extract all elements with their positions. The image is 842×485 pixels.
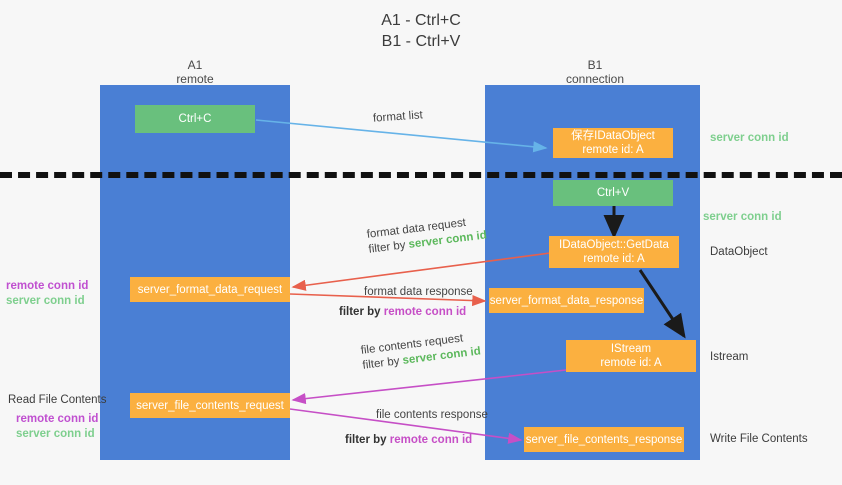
node-server-file-contents-request[interactable]: server_file_contents_request [130, 393, 290, 418]
node-istream[interactable]: IStream remote id: A [566, 340, 696, 372]
diagram-title: A1 - Ctrl+C B1 - Ctrl+V [0, 10, 842, 52]
filter-prefix: filter by [339, 306, 384, 318]
lane-header-b1: B1 connection [535, 58, 655, 86]
filter-prefix: filter by [361, 354, 404, 372]
left-label-server-conn-id-1: server conn id [6, 295, 85, 307]
right-label-server-conn-id-top: server conn id [710, 132, 789, 144]
edge-label-format-data-response-filter: filter by remote conn id [339, 305, 466, 320]
lane-b1-sub: connection [565, 72, 625, 86]
node-server-file-contents-request-label: server_file_contents_request [136, 399, 284, 412]
node-ctrl-v-label: Ctrl+V [596, 187, 630, 199]
edge-label-format-data-request: format data request filter by server con… [366, 214, 488, 258]
title-line-2: B1 - Ctrl+V [381, 33, 461, 50]
right-label-server-conn-id-mid: server conn id [703, 211, 782, 223]
lane-b1-name: B1 [587, 58, 603, 72]
left-label-conn-id-pair-1: remote conn id server conn id [6, 279, 88, 309]
node-getdata-sub: remote id: A [583, 253, 645, 265]
left-label-remote-conn-id-2: remote conn id [16, 413, 99, 425]
filter-key-remote-conn-id: remote conn id [389, 434, 473, 446]
right-label-dataobject: DataObject [710, 246, 768, 258]
edge-label-format-data-response: format data response [364, 285, 473, 300]
left-label-conn-id-pair-2: remote conn id server conn id [16, 412, 98, 442]
lane-a1-name: A1 [187, 58, 203, 72]
node-save-idataobject-label: 保存IDataObject [571, 130, 655, 142]
edge-label-format-list-text: format list [372, 109, 424, 125]
edge-label-file-contents-response-text: file contents response [376, 409, 488, 421]
node-istream-sub: remote id: A [600, 357, 662, 369]
node-server-format-data-response[interactable]: server_format_data_response [489, 288, 644, 313]
node-ctrl-c[interactable]: Ctrl+C [135, 105, 255, 133]
node-server-file-contents-response[interactable]: server_file_contents_response [524, 427, 684, 452]
edge-label-format-list: format list [373, 108, 424, 126]
node-ctrl-v[interactable]: Ctrl+V [553, 180, 673, 206]
right-label-istream: Istream [710, 351, 749, 363]
edge-label-file-contents-response: file contents response [376, 408, 488, 423]
node-istream-label: IStream [610, 343, 652, 355]
node-save-idataobject-sub: remote id: A [582, 144, 644, 156]
right-label-write-file-contents: Write File Contents [710, 433, 808, 445]
node-getdata-label: IDataObject::GetData [559, 239, 669, 251]
filter-key-remote-conn-id: remote conn id [383, 306, 467, 318]
node-ctrl-c-label: Ctrl+C [178, 113, 212, 125]
left-label-remote-conn-id-1: remote conn id [6, 280, 89, 292]
node-server-file-contents-response-label: server_file_contents_response [525, 433, 683, 446]
left-label-server-conn-id-2: server conn id [16, 428, 95, 440]
node-server-format-data-request-label: server_format_data_request [137, 283, 283, 296]
lane-header-a1: A1 remote [135, 58, 255, 86]
title-line-1: A1 - Ctrl+C [381, 12, 461, 29]
left-label-read-file-contents: Read File Contents [8, 394, 107, 406]
node-server-format-data-response-label: server_format_data_response [489, 294, 644, 307]
filter-prefix: filter by [367, 238, 410, 256]
node-save-idataobject[interactable]: 保存IDataObject remote id: A [553, 128, 673, 158]
node-getdata[interactable]: IDataObject::GetData remote id: A [549, 236, 679, 268]
edge-label-file-contents-response-filter: filter by remote conn id [345, 433, 472, 448]
phase-separator [0, 172, 842, 178]
edge-label-file-contents-request: file contents request filter by server c… [360, 330, 482, 374]
lane-a1-sub: remote [176, 72, 214, 86]
edge-label-format-data-response-text: format data response [364, 286, 473, 298]
node-server-format-data-request[interactable]: server_format_data_request [130, 277, 290, 302]
filter-prefix: filter by [345, 434, 390, 446]
